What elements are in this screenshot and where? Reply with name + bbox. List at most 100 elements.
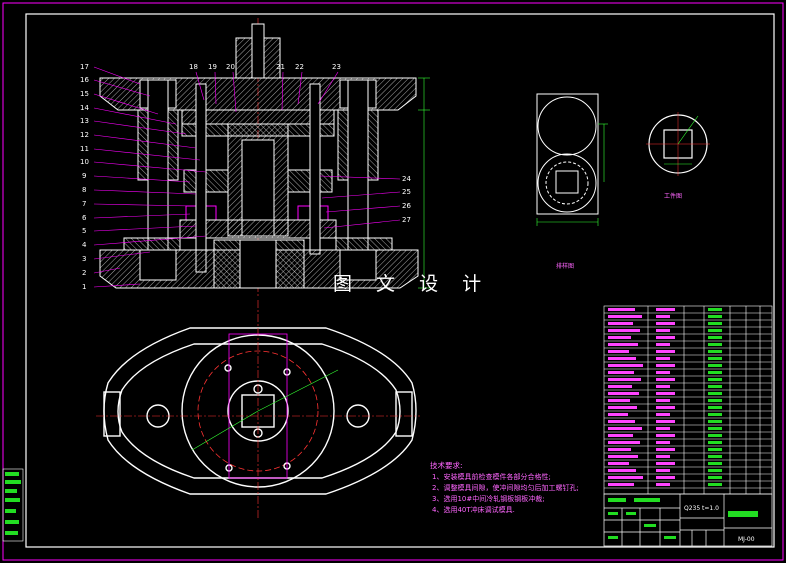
- table-cell-mark: [608, 448, 631, 451]
- table-cell-mark: [608, 420, 635, 423]
- part-label: 20: [226, 63, 235, 71]
- table-cell-mark: [708, 448, 722, 451]
- part-label: 3: [82, 255, 86, 263]
- table-cell-mark: [708, 399, 722, 402]
- table-cell-mark: [608, 441, 640, 444]
- table-cell-mark: [656, 441, 670, 444]
- table-cell-mark: [608, 392, 639, 395]
- table-cell-mark: [656, 483, 670, 486]
- table-cell-mark: [608, 364, 643, 367]
- table-cell-mark: [656, 357, 670, 360]
- title-thickness: t=1.0: [702, 505, 719, 512]
- table-cell-mark: [708, 308, 722, 311]
- part-label: 10: [80, 158, 89, 166]
- title-block: [603, 493, 773, 547]
- tech-note-item: 2、调整模具间隙，使冲间隙均匀后加工螺钉孔;: [432, 483, 579, 492]
- table-cell-mark: [608, 406, 637, 409]
- table-cell-mark: [608, 343, 638, 346]
- part-label: 24: [402, 175, 411, 183]
- part-label: 2: [82, 269, 86, 277]
- part-label: 19: [208, 63, 217, 71]
- table-cell-mark: [608, 378, 641, 381]
- table-cell-mark: [656, 413, 670, 416]
- part-label: 4: [82, 241, 87, 249]
- part-label: 14: [80, 104, 89, 112]
- table-cell-mark: [656, 420, 675, 423]
- table-cell-mark: [708, 413, 722, 416]
- workpiece-caption: 工件图: [664, 192, 682, 200]
- tech-note-item: 4、选用40T冲床调试模具.: [432, 505, 515, 514]
- table-cell-mark: [656, 462, 675, 465]
- table-cell-mark: [708, 483, 722, 486]
- table-cell-mark: [708, 427, 722, 430]
- table-cell-mark: [608, 399, 630, 402]
- table-cell-mark: [608, 329, 640, 332]
- table-cell-mark: [708, 364, 722, 367]
- table-cell-mark: [608, 413, 628, 416]
- table-cell-mark: [608, 469, 636, 472]
- table-cell-mark: [608, 455, 638, 458]
- plan-view: [96, 300, 420, 520]
- front-section-view: [99, 18, 430, 296]
- part-label: 6: [82, 214, 87, 222]
- part-label: 18: [189, 63, 198, 71]
- table-cell-mark: [656, 476, 675, 479]
- part-label: 5: [82, 227, 86, 235]
- part-label: 9: [82, 172, 86, 180]
- table-cell-mark: [608, 476, 643, 479]
- table-cell-mark: [708, 441, 722, 444]
- tech-notes-heading: 技术要求:: [430, 460, 463, 470]
- table-cell-mark: [708, 469, 722, 472]
- table-cell-mark: [708, 315, 722, 318]
- table-cell-mark: [708, 420, 722, 423]
- watermark-text: 图 文 设 计: [333, 273, 490, 295]
- table-cell-mark: [656, 385, 670, 388]
- table-cell-mark: [656, 308, 675, 311]
- table-cell-mark: [656, 406, 675, 409]
- title-drawing-number: MJ-00: [738, 536, 755, 543]
- layout-view-caption: 排样图: [556, 262, 574, 270]
- part-numbers-left: 17 16 15 14 13 12 11 10 9 8 7 6 5 4 3 2 …: [80, 63, 89, 291]
- technical-requirements: 技术要求: 1、安装模具前检查模件各部分合格性; 2、调整模具间隙，使冲间隙均匀…: [430, 460, 579, 514]
- table-cell-mark: [608, 315, 642, 318]
- table-cell-mark: [656, 315, 670, 318]
- table-cell-mark: [708, 385, 722, 388]
- table-cell-mark: [608, 427, 642, 430]
- table-cell-mark: [656, 350, 675, 353]
- table-cell-mark: [656, 336, 675, 339]
- part-label: 8: [82, 186, 86, 194]
- part-label: 1: [82, 283, 86, 291]
- table-cell-mark: [656, 364, 675, 367]
- table-cell-mark: [656, 343, 670, 346]
- table-cell-mark: [708, 350, 722, 353]
- table-cell-mark: [656, 378, 675, 381]
- table-cell-mark: [656, 392, 675, 395]
- tech-note-item: 3、选用10#中间冷轧钢板钢板冲裁;: [432, 494, 545, 503]
- table-cell-mark: [608, 385, 632, 388]
- part-label: 11: [80, 145, 89, 153]
- part-label: 13: [80, 117, 89, 125]
- table-cell-mark: [656, 329, 670, 332]
- table-cell-mark: [608, 336, 631, 339]
- left-margin-table: [2, 468, 24, 542]
- table-cell-mark: [708, 406, 722, 409]
- table-cell-mark: [656, 371, 670, 374]
- table-cell-mark: [608, 483, 634, 486]
- table-cell-mark: [708, 336, 722, 339]
- part-label: 17: [80, 63, 89, 71]
- part-label: 27: [402, 216, 411, 224]
- tech-note-item: 1、安装模具前检查模件各部分合格性;: [432, 472, 551, 481]
- table-cell-mark: [608, 308, 635, 311]
- part-label: 25: [402, 188, 411, 196]
- part-label: 23: [332, 63, 341, 71]
- strip-layout-view: [536, 93, 608, 226]
- table-cell-mark: [608, 350, 629, 353]
- inner-border: [25, 13, 775, 548]
- part-label: 7: [82, 200, 86, 208]
- table-cell-mark: [708, 392, 722, 395]
- table-cell-mark: [708, 329, 722, 332]
- part-label: 26: [402, 202, 411, 210]
- table-cell-mark: [708, 476, 722, 479]
- table-cell-mark: [656, 322, 675, 325]
